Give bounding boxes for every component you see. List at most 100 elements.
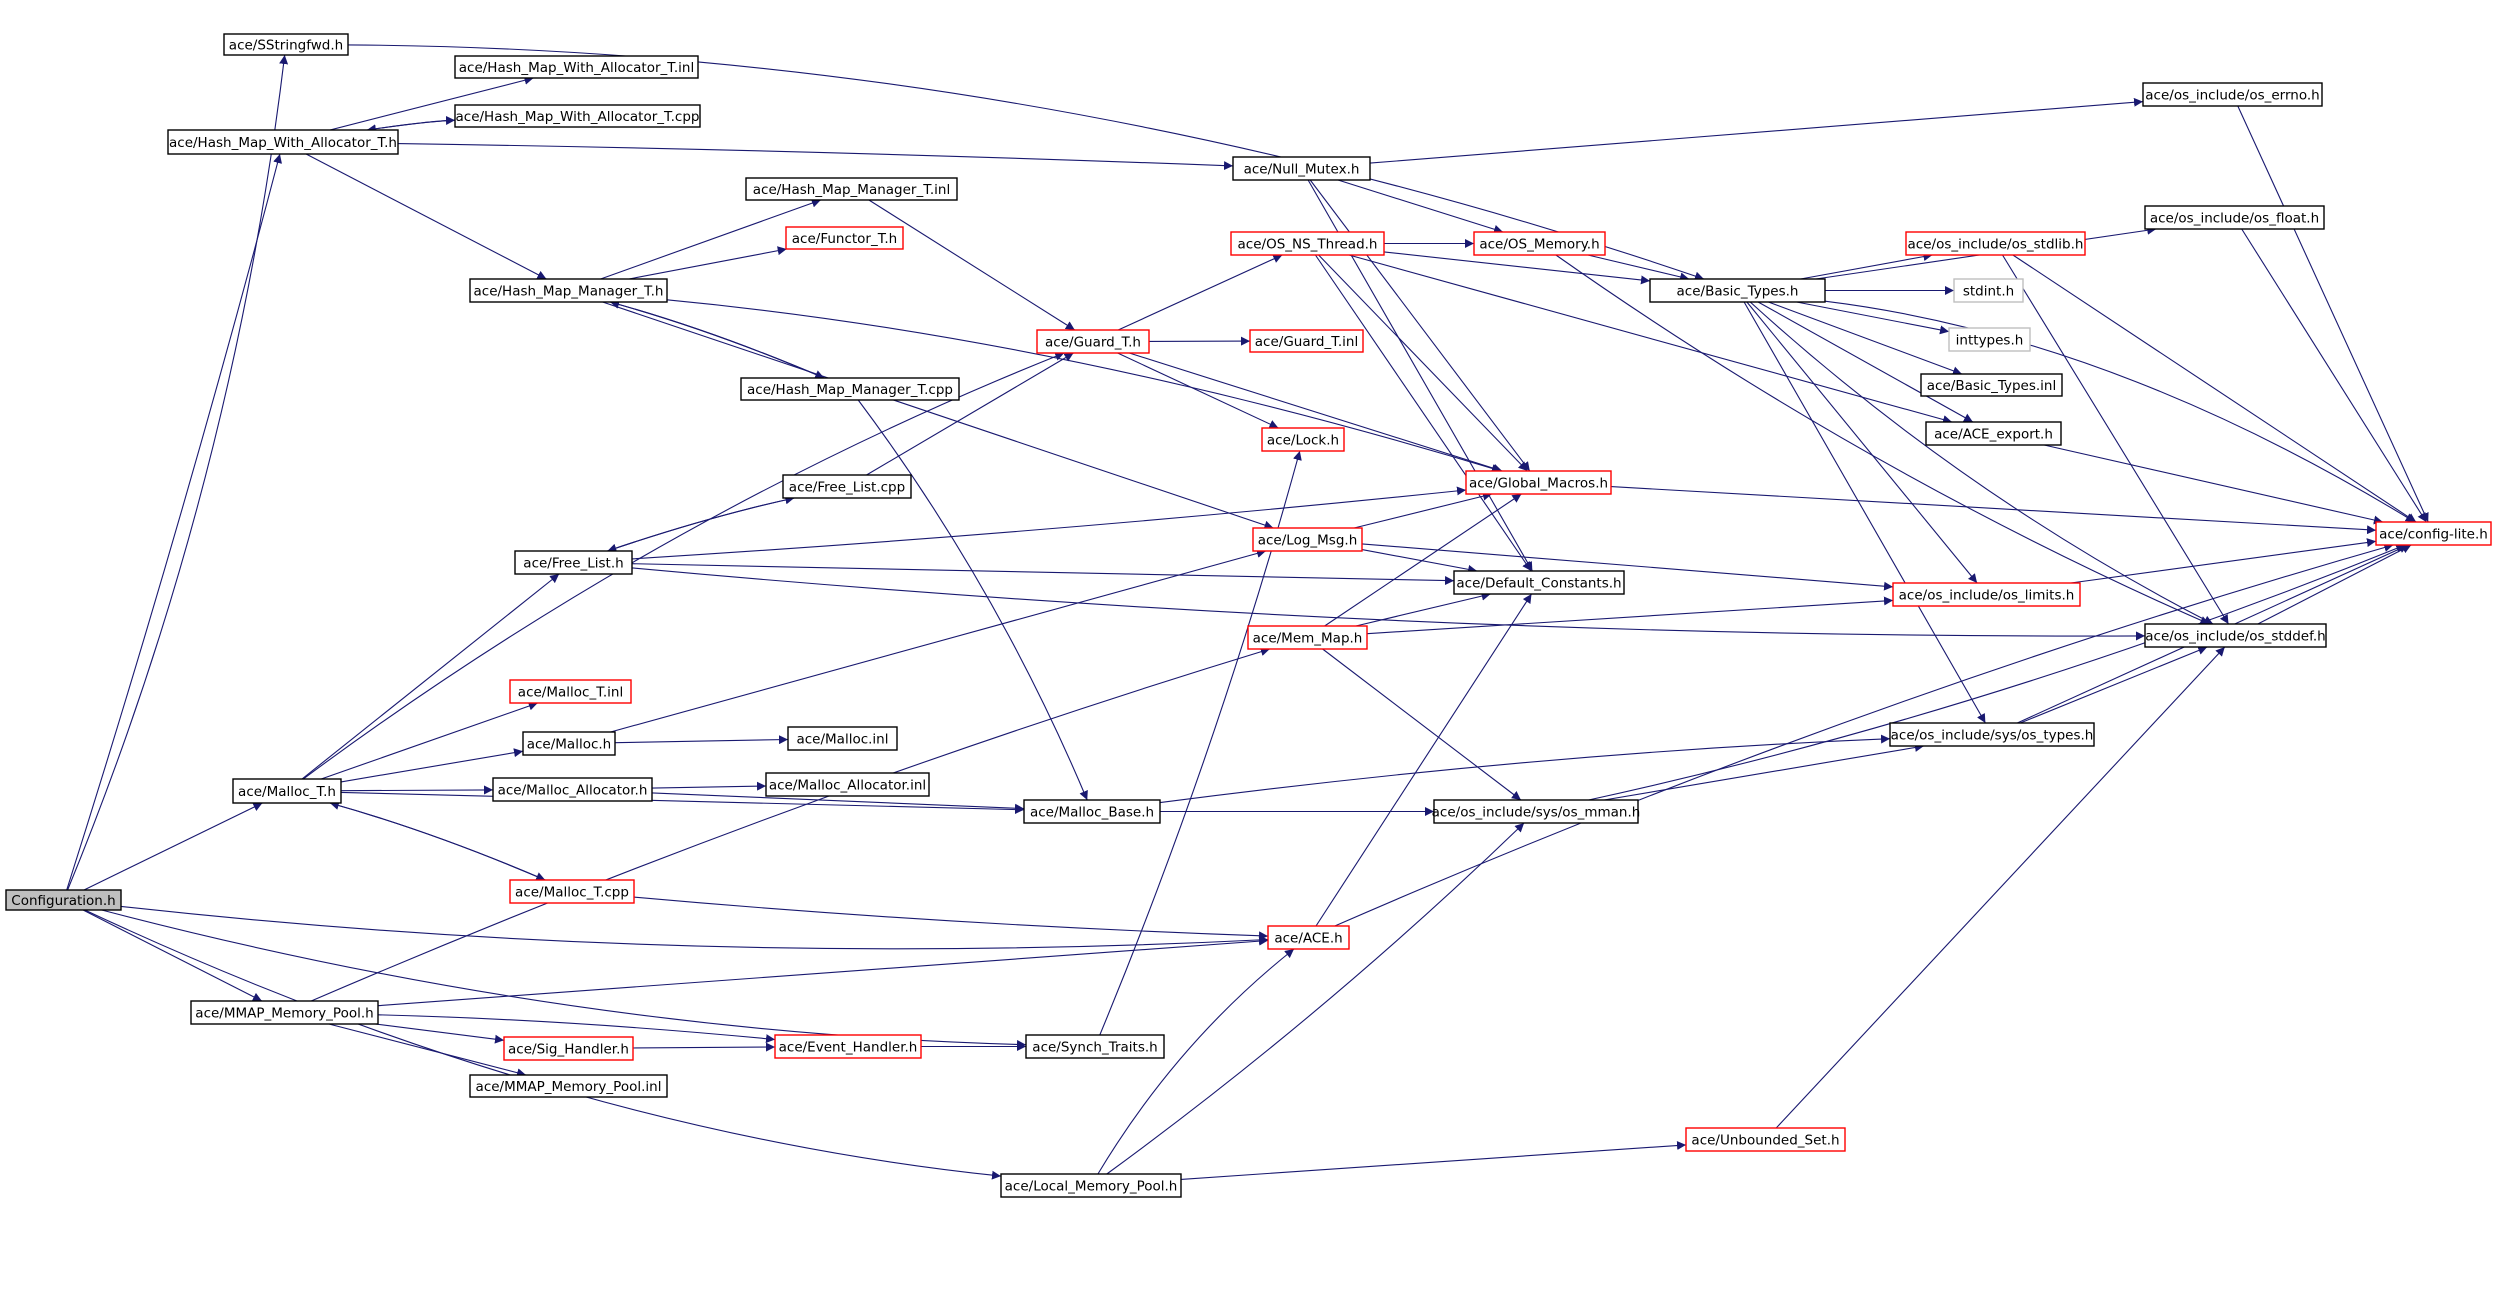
edge-mem_map-to-os_limits (1366, 596, 1894, 635)
edge-free_list_h-to-global_macros (631, 486, 1467, 560)
node-ace-config-lite-h[interactable]: ace/config-lite.h (2375, 521, 2492, 546)
edge-os_errno-to-config_lite (2237, 105, 2429, 523)
node-label: Configuration.h (11, 893, 115, 909)
node-box (745, 177, 958, 201)
node-label: ace/os_include/os_stddef.h (2145, 629, 2325, 645)
node-ace-functor-t-h[interactable]: ace/Functor_T.h (785, 226, 904, 250)
node-ace-os-include-sys-os-mman-h[interactable]: ace/os_include/sys/os_mman.h (1432, 799, 1641, 824)
node-ace-basic-types-h[interactable]: ace/Basic_Types.h (1649, 278, 1826, 303)
node-stdint-h[interactable]: stdint.h (1953, 278, 2024, 303)
node-ace-mmap-memory-pool-h[interactable]: ace/MMAP_Memory_Pool.h (190, 1000, 379, 1025)
edge-malloc_t_h-to-malloc_t_cpp (329, 802, 546, 881)
node-ace-hash-map-with-allocator-t-h[interactable]: ace/Hash_Map_With_Allocator_T.h (167, 129, 399, 155)
node-ace-free-list-cpp[interactable]: ace/Free_List.cpp (782, 474, 912, 499)
node-ace-malloc-t-h[interactable]: ace/Malloc_T.h (232, 778, 342, 804)
node-box (782, 474, 912, 499)
node-ace-malloc-t-inl[interactable]: ace/Malloc_T.inl (509, 679, 632, 704)
node-label: ace/Hash_Map_With_Allocator_T.cpp (456, 109, 700, 125)
node-ace-unbounded-set-h[interactable]: ace/Unbounded_Set.h (1685, 1127, 1846, 1152)
node-box (1473, 231, 1606, 256)
node-box (167, 129, 399, 155)
node-box (2144, 205, 2325, 230)
node-ace-malloc-inl[interactable]: ace/Malloc.inl (787, 726, 898, 751)
edge-unbounded_set-to-os_stddef (1775, 646, 2226, 1129)
node-ace-free-list-h[interactable]: ace/Free_List.h (514, 550, 633, 575)
node-ace-os-include-os-limits-h[interactable]: ace/os_include/os_limits.h (1892, 582, 2081, 607)
node-ace-hash-map-with-allocator-t-inl[interactable]: ace/Hash_Map_With_Allocator_T.inl (454, 55, 699, 79)
edge-hmm_cpp-to-malloc_base (857, 399, 1088, 801)
node-ace-hash-map-manager-t-h[interactable]: ace/Hash_Map_Manager_T.h (469, 278, 668, 303)
node-label: ace/Malloc_T.cpp (515, 885, 629, 901)
edge-os_float-to-config_lite (2241, 228, 2427, 523)
node-ace-os-memory-h[interactable]: ace/OS_Memory.h (1473, 231, 1606, 256)
edge-os_stdlib-to-config_lite (2012, 254, 2417, 523)
node-box (1267, 925, 1350, 950)
node-label: stdint.h (1963, 284, 2014, 300)
node-ace-default-constants-h[interactable]: ace/Default_Constants.h (1453, 570, 1625, 595)
node-label: ace/Hash_Map_With_Allocator_T.h (169, 135, 397, 151)
node-ace-malloc-h[interactable]: ace/Malloc.h (522, 731, 616, 756)
node-ace-mmap-memory-pool-inl[interactable]: ace/MMAP_Memory_Pool.inl (469, 1074, 668, 1098)
edge-hmwa_cpp-to-hmwa_h (366, 119, 456, 134)
edge-os_ns_thread-to-global_macros (1318, 254, 1528, 472)
node-ace-malloc-allocator-h[interactable]: ace/Malloc_Allocator.h (492, 777, 653, 802)
node-label: ace/Global_Macros.h (1469, 476, 1608, 492)
edge-os_memory-to-basic_types (1587, 254, 1690, 282)
node-ace-lock-h[interactable]: ace/Lock.h (1261, 427, 1345, 452)
node-ace-global-macros-h[interactable]: ace/Global_Macros.h (1465, 470, 1612, 495)
edge-malloc_t_h-to-malloc_t_inl (321, 701, 538, 780)
node-ace-malloc-t-cpp[interactable]: ace/Malloc_T.cpp (509, 879, 635, 904)
node-box (1925, 421, 2062, 446)
node-box (1232, 156, 1371, 181)
edge-malloc_t_cpp-to-ace_h (633, 896, 1269, 941)
node-ace-synch-traits-h[interactable]: ace/Synch_Traits.h (1025, 1034, 1165, 1059)
node-ace-os-include-os-float-h[interactable]: ace/os_include/os_float.h (2144, 205, 2325, 230)
node-ace-ace-h[interactable]: ace/ACE.h (1267, 925, 1350, 950)
node-ace-local-memory-pool-h[interactable]: ace/Local_Memory_Pool.h (1000, 1173, 1182, 1198)
node-ace-malloc-allocator-inl[interactable]: ace/Malloc_Allocator.inl (765, 772, 930, 797)
node-ace-mem-map-h[interactable]: ace/Mem_Map.h (1247, 625, 1368, 650)
edge-malloc_t_h-to-malloc_base (340, 791, 1025, 815)
node-ace-guard-t-h[interactable]: ace/Guard_T.h (1036, 329, 1150, 354)
node-ace-os-include-os-stdlib-h[interactable]: ace/os_include/os_stdlib.h (1905, 231, 2086, 256)
edge-config-to-hmwa_h (66, 153, 282, 891)
node-box (1905, 231, 2086, 256)
node-box (1465, 470, 1612, 495)
node-box (774, 1034, 922, 1059)
node-box (1685, 1127, 1846, 1152)
node-box (1000, 1173, 1182, 1198)
edge-mmap_pool-to-ace_h (377, 936, 1269, 1007)
node-inttypes-h[interactable]: inttypes.h (1948, 327, 2031, 352)
node-ace-event-handler-h[interactable]: ace/Event_Handler.h (774, 1034, 922, 1059)
edge-sys_mman-to-sys_types (1604, 743, 1924, 801)
node-ace-malloc-base-h[interactable]: ace/Malloc_Base.h (1023, 799, 1161, 824)
node-box (1247, 625, 1368, 650)
node-ace-log-msg-h[interactable]: ace/Log_Msg.h (1252, 527, 1363, 552)
node-label: ace/Malloc_T.h (238, 784, 336, 800)
node-ace-hash-map-with-allocator-t-cpp[interactable]: ace/Hash_Map_With_Allocator_T.cpp (454, 104, 701, 128)
edge-config-to-sstringfwd (67, 54, 289, 891)
node-ace-basic-types-inl[interactable]: ace/Basic_Types.inl (1920, 373, 2063, 397)
node-ace-null-mutex-h[interactable]: ace/Null_Mutex.h (1232, 156, 1371, 181)
node-ace-sig-handler-h[interactable]: ace/Sig_Handler.h (503, 1036, 634, 1061)
node-ace-os-include-sys-os-types-h[interactable]: ace/os_include/sys/os_types.h (1889, 722, 2095, 747)
node-ace-hash-map-manager-t-cpp[interactable]: ace/Hash_Map_Manager_T.cpp (740, 377, 960, 401)
node-ace-hash-map-manager-t-inl[interactable]: ace/Hash_Map_Manager_T.inl (745, 177, 958, 201)
node-label: ace/os_include/sys/os_types.h (1891, 728, 2094, 744)
edge-guard_h-to-lock (1117, 352, 1279, 429)
node-ace-ace-export-h[interactable]: ace/ACE_export.h (1925, 421, 2062, 446)
edge-basic_types-to-os_stddef (1749, 301, 2214, 625)
node-box (1649, 278, 1826, 303)
node-ace-os-include-os-stddef-h[interactable]: ace/os_include/os_stddef.h (2144, 623, 2327, 648)
edge-guard_h-to-global_macros (1129, 352, 1503, 473)
node-configuration-h[interactable]: Configuration.h (5, 889, 122, 911)
node-ace-guard-t-inl[interactable]: ace/Guard_T.inl (1249, 329, 1364, 353)
edge-config-to-mmap_pool (82, 909, 263, 1002)
node-ace-os-ns-thread-h[interactable]: ace/OS_NS_Thread.h (1230, 231, 1385, 256)
node-label: ace/Guard_T.inl (1255, 334, 1358, 350)
edge-guard_h-to-os_ns_thread (1117, 254, 1283, 331)
node-ace-sstringfwd-h[interactable]: ace/SStringfwd.h (223, 33, 349, 56)
node-ace-os-include-os-errno-h[interactable]: ace/os_include/os_errno.h (2142, 82, 2323, 107)
node-box (785, 226, 904, 250)
